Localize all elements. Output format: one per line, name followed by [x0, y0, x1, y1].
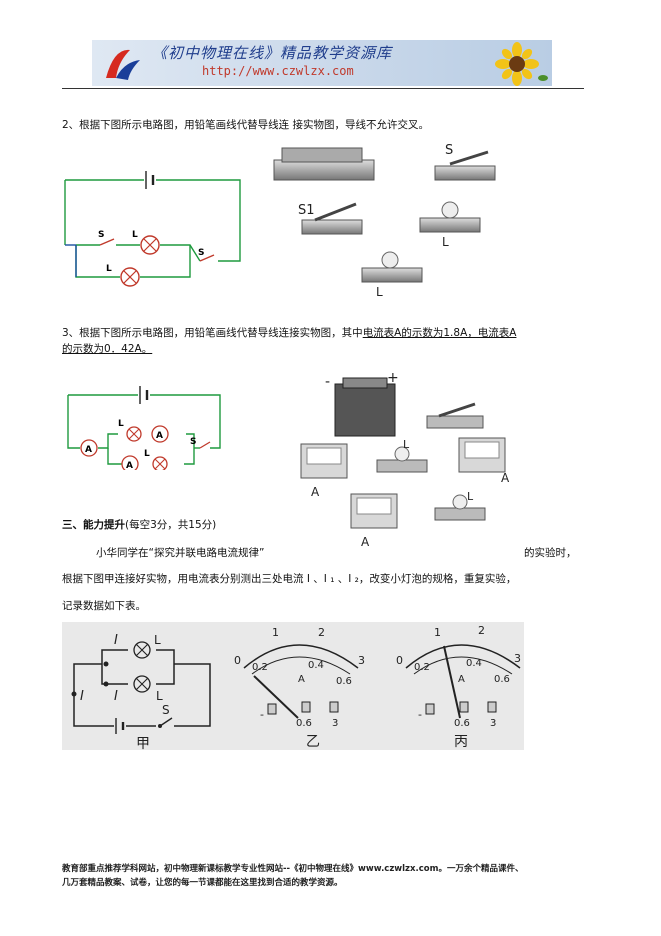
- q2-obj-s1: S1: [298, 203, 315, 218]
- circuit-jia: [73, 649, 211, 727]
- figure-panel: I I I L L S 甲 0 1 2 3 0.2 0.4 0.6 A - 0.…: [62, 622, 524, 750]
- section3-p1-end: 的实验时，: [524, 547, 577, 559]
- q2-obj-l1: L: [442, 235, 449, 249]
- ammeter-bing: 0 1 2 3 0.2 0.4 0.6 A - 0.6 3 丙: [396, 624, 521, 750]
- bing-unit: A: [458, 674, 465, 685]
- pointer-yi: [253, 675, 299, 719]
- fig-label-l2: L: [156, 689, 163, 703]
- yi-unit: A: [298, 674, 305, 685]
- yi-tick-b1: 0.2: [252, 662, 268, 673]
- fig-caption-jia: 甲: [136, 736, 150, 750]
- fig-label-i2: I: [114, 689, 118, 704]
- q3-line1-underlined: 电流表A的示数为1.8A，电流表A: [362, 327, 517, 339]
- footer-line2: 几万套精品教案、试卷，让您的每一节课都能在这里找到合适的教学资源。: [62, 878, 343, 888]
- q3-circuit-diagram: A L A L A S: [67, 386, 221, 470]
- bing-tick-1: 1: [434, 626, 441, 639]
- q2-label-l1: L: [132, 230, 138, 240]
- fig-label-i: I: [80, 689, 84, 704]
- yi-tick-b2: 0.4: [308, 660, 324, 671]
- fig-caption-yi: 乙: [306, 734, 320, 750]
- q3-label-l2: L: [144, 449, 150, 459]
- ammeter-a-icon: [300, 443, 348, 479]
- q3-obj-a: A: [311, 485, 320, 499]
- yi-tick-2: 2: [318, 626, 325, 639]
- q2-label-l1b: L: [106, 264, 112, 274]
- yi-tick-1: 1: [272, 626, 279, 639]
- bing-tick-b1: 0.2: [414, 662, 430, 673]
- q3-label-a2: A: [126, 461, 133, 470]
- ammeter-a2-icon: [350, 493, 398, 529]
- q2-circuit-diagram: S L S L: [64, 171, 241, 287]
- section3-p1: 小华同学在“探究并联电路电流规律”: [96, 547, 265, 559]
- q2-label-s: S: [198, 248, 204, 258]
- lamp-l2-icon: [361, 251, 423, 283]
- sunflower-icon: [495, 42, 548, 86]
- lamp-l2-icon: [434, 494, 486, 521]
- q2-obj-s: S: [445, 143, 453, 158]
- q2-obj-l2: L: [376, 285, 383, 298]
- yi-tick-b3: 0.6: [336, 676, 352, 687]
- q3-obj-plus: +: [387, 370, 399, 386]
- yi-tick-3: 3: [358, 654, 365, 667]
- bing-minus: -: [418, 708, 422, 721]
- yi-tick-0: 0: [234, 654, 241, 667]
- bing-tick-2: 2: [478, 624, 485, 637]
- yi-minus: -: [260, 708, 264, 721]
- bing-tick-0: 0: [396, 654, 403, 667]
- pointer-bing: [443, 645, 461, 719]
- q3-line2: 的示数为0．42A。: [62, 343, 153, 355]
- lamp-l1-icon: [376, 446, 428, 473]
- ammeter-a1-icon: [458, 437, 506, 473]
- battery-pack-icon: [334, 377, 396, 437]
- lamp-l1-icon: [419, 201, 481, 233]
- section3-score: (每空3分，共15分): [125, 519, 217, 531]
- bing-term-06: 0.6: [454, 718, 470, 729]
- q2-label-s1: S: [98, 230, 104, 240]
- section3-p3: 记录数据如下表。: [62, 600, 146, 612]
- header-divider: [62, 88, 584, 89]
- q3-obj-a2: A: [361, 535, 370, 549]
- section3-p2: 根据下图甲连接好实物，用电流表分别测出三处电流 I 、I ₁ 、I ₂，改变小灯…: [62, 573, 517, 585]
- switch-s1-icon: [301, 202, 363, 235]
- q3-label-a: A: [85, 445, 92, 455]
- switch-s-icon: [434, 150, 496, 181]
- q3-obj-l2: L: [467, 490, 474, 503]
- header-banner: 《初中物理在线》精品教学资源库 http://www.czwlzx.com: [92, 40, 552, 86]
- logo-icon: [106, 49, 140, 80]
- bing-tick-b3: 0.6: [494, 674, 510, 685]
- section3-title: 三、能力提升: [62, 519, 125, 531]
- switch-icon: [426, 402, 484, 429]
- q3-apparatus: - + A L A L A: [300, 370, 510, 549]
- yi-term-06: 0.6: [296, 718, 312, 729]
- q3-label-l1: L: [118, 419, 124, 429]
- q3-obj-a1: A: [501, 471, 510, 485]
- ammeter-yi: 0 1 2 3 0.2 0.4 0.6 A - 0.6 3 乙: [234, 626, 365, 750]
- q3-label-a1: A: [156, 431, 163, 441]
- header-url: http://www.czwlzx.com: [202, 64, 354, 78]
- fig-label-i1: I: [114, 633, 118, 648]
- footer-line1: 教育部重点推荐学科网站，初中物理新课标教学专业性网站--《初中物理在线》www.…: [62, 864, 524, 874]
- section3-heading: 三、能力提升(每空3分，共15分): [62, 517, 216, 533]
- fig-label-l1: L: [154, 633, 161, 647]
- q3-obj-minus: -: [325, 374, 330, 390]
- q2-apparatus: S S1 L L: [273, 143, 496, 298]
- q2-text: 2、根据下图所示电路图，用铅笔画线代替导线连 接实物图，导线不允许交叉。: [62, 119, 430, 131]
- yi-term-3: 3: [332, 718, 338, 729]
- bing-term-3: 3: [490, 718, 496, 729]
- footer: 教育部重点推荐学科网站，初中物理新课标教学专业性网站--《初中物理在线》www.…: [62, 862, 602, 890]
- q3-line1-pre: 3、根据下图所示电路图，用铅笔画线代替导线连接实物图，其中: [62, 327, 363, 339]
- bing-tick-3: 3: [514, 652, 521, 665]
- fig-label-s: S: [162, 703, 170, 717]
- q3-obj-l1: L: [403, 438, 410, 451]
- header-title: 《初中物理在线》精品教学资源库: [152, 44, 393, 62]
- bing-tick-b2: 0.4: [466, 658, 482, 669]
- battery-box-icon: [273, 147, 375, 181]
- q3-line1: 3、根据下图所示电路图，用铅笔画线代替导线连接实物图，其中电流表A的示数为1.8…: [62, 325, 516, 341]
- q3-label-s: S: [190, 437, 196, 447]
- fig-caption-bing: 丙: [454, 734, 468, 750]
